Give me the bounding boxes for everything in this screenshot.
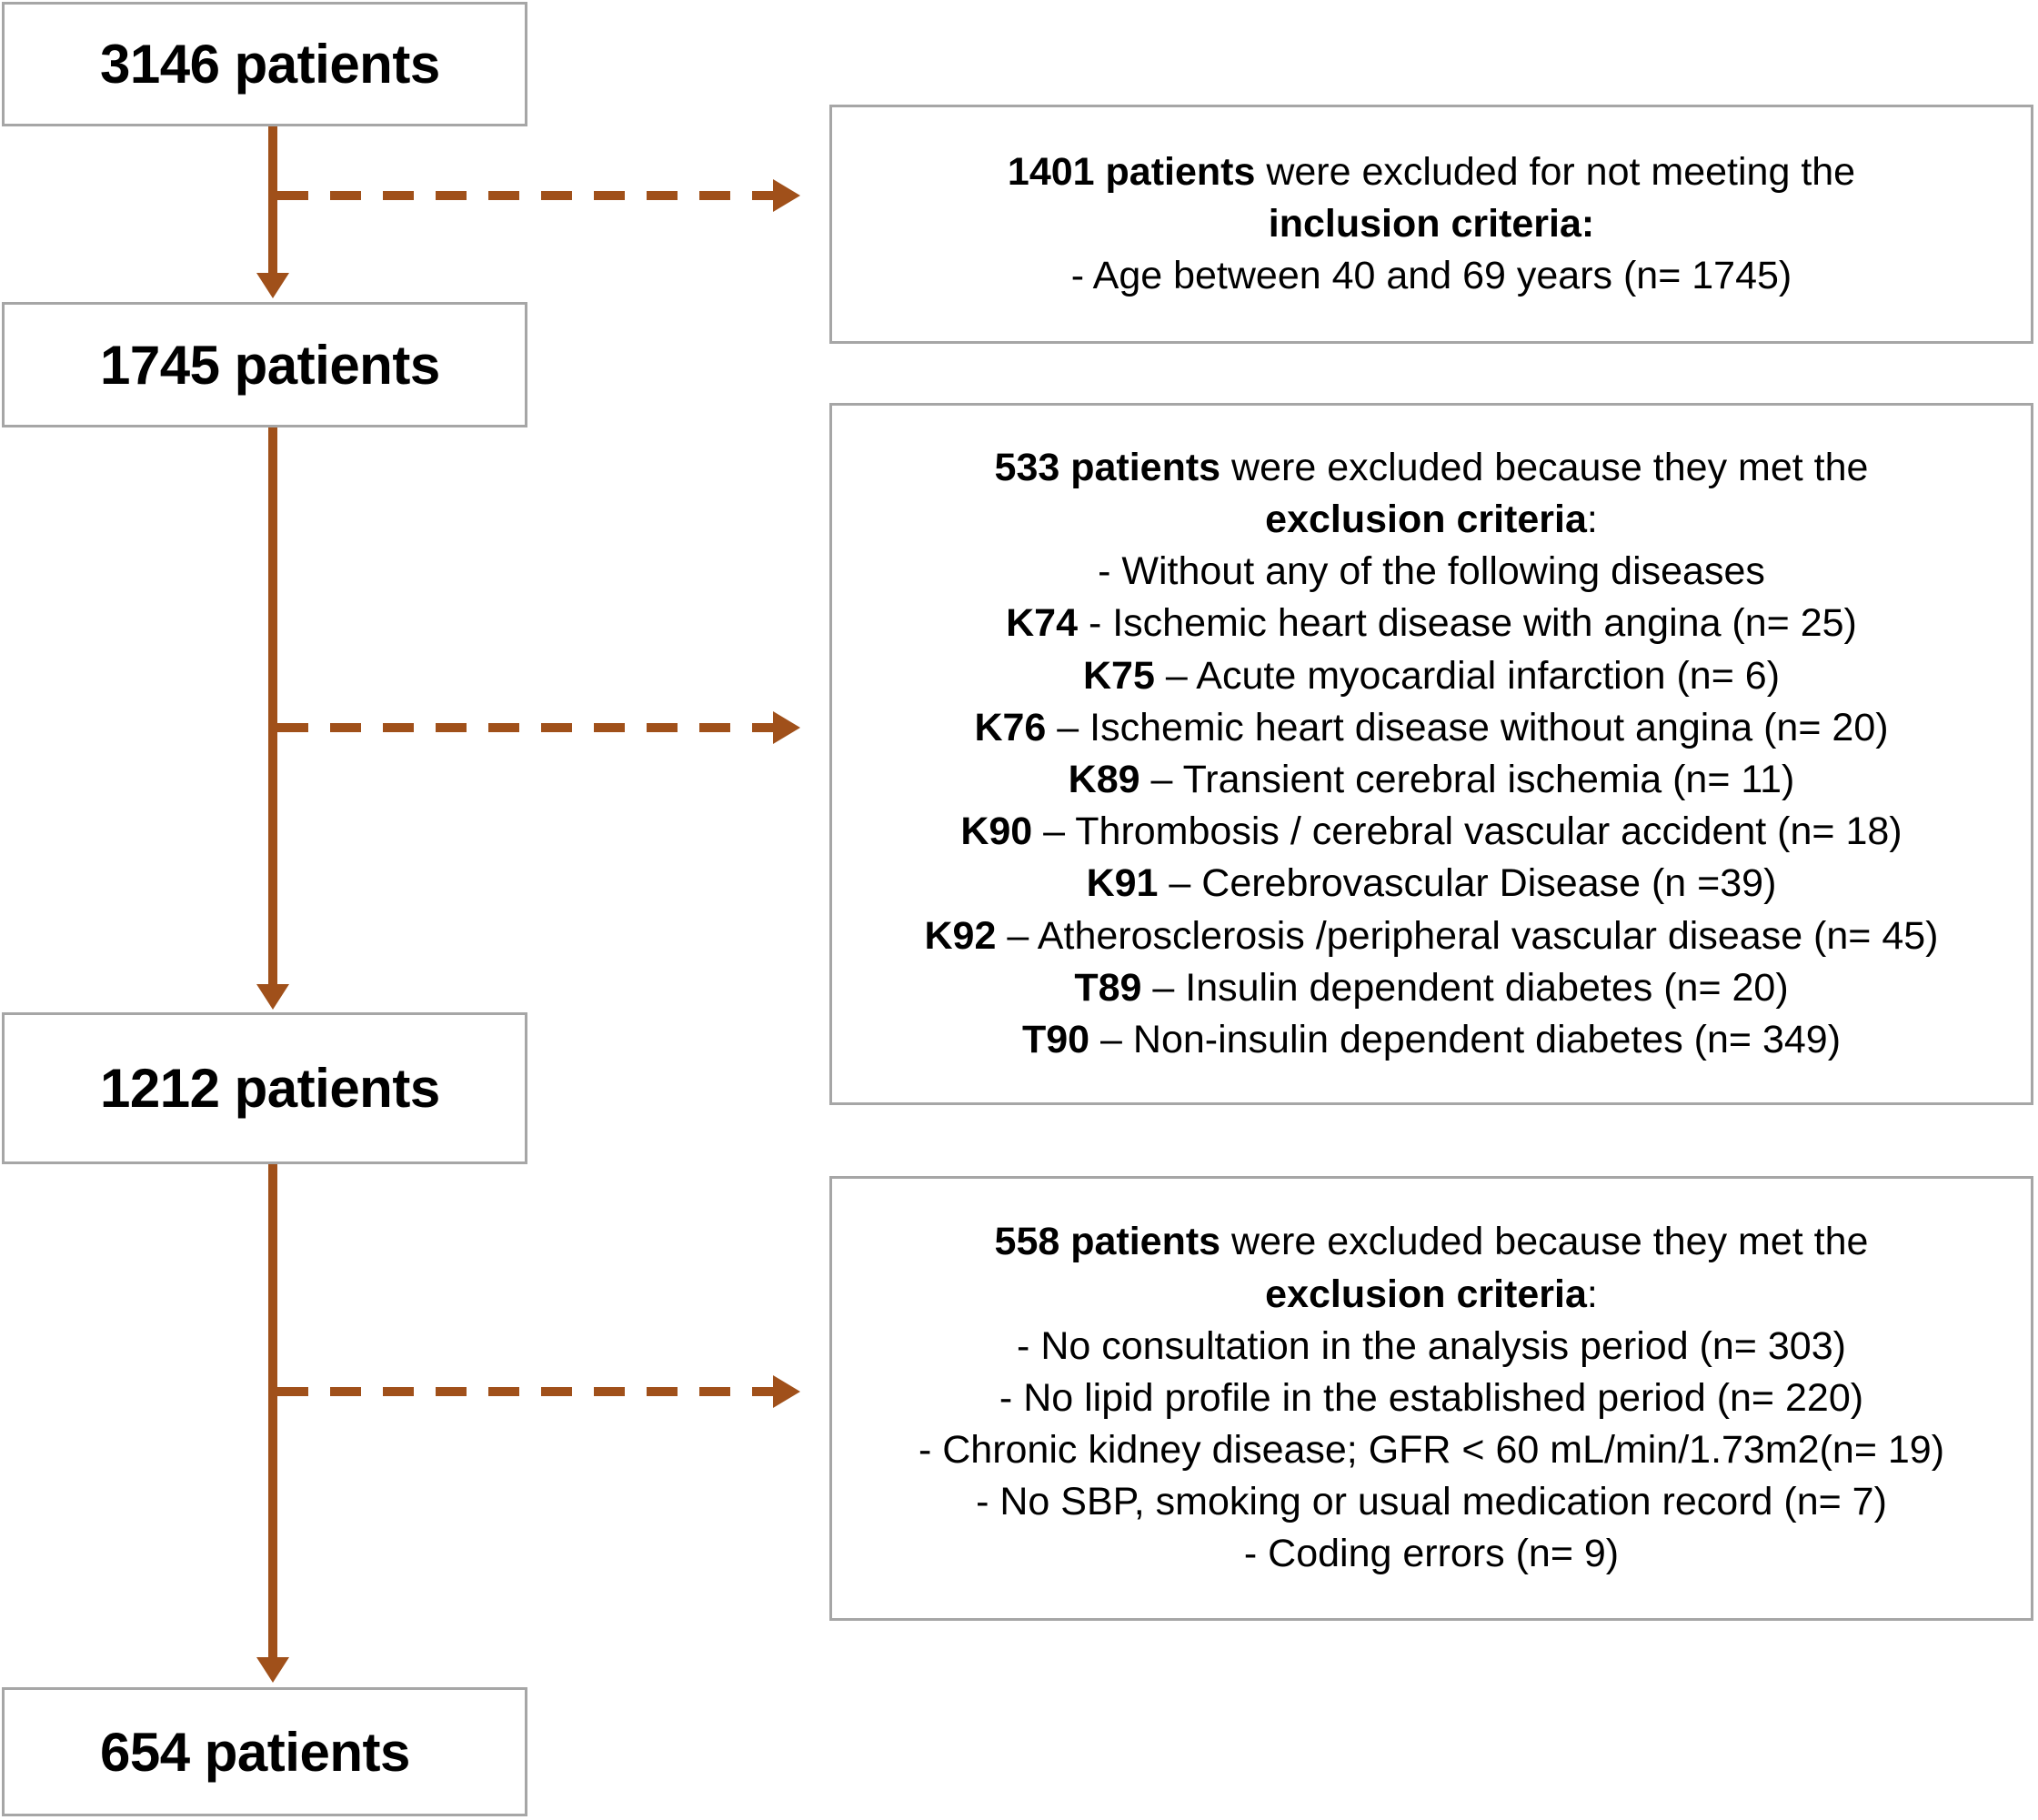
exclusion-line-rest: - No lipid profile in the established pe…	[999, 1375, 1864, 1420]
exclusion-line-rest: - Age between 40 and 69 years (n= 1745)	[1070, 254, 1792, 298]
exclusion-line: - No lipid profile in the established pe…	[999, 1373, 1863, 1424]
exclusion-line-rest: - Coding errors (n= 9)	[1243, 1532, 1620, 1576]
connector-line-1212-to-654	[268, 1164, 277, 1660]
exclusion-line: K74 - Ischemic heart disease with angina…	[1006, 598, 1857, 649]
exclusion-line-bold: K75	[1082, 653, 1155, 698]
exclusion-line-rest: - Chronic kidney disease; GFR < 60 mL/mi…	[918, 1428, 1945, 1473]
exclusion-line: 1401 patients were excluded for not meet…	[1008, 146, 1855, 198]
exclusion-line: T89 – Insulin dependent diabetes (n= 20)	[1074, 962, 1788, 1014]
exclusion-line: 558 patients were excluded because they …	[995, 1216, 1869, 1268]
node-label-3146: 3146 patients	[100, 34, 440, 95]
exclusion-box-diseases: 533 patients were excluded because they …	[829, 403, 2033, 1105]
exclusion-box-data-quality: 558 patients were excluded because they …	[829, 1176, 2033, 1621]
exclusion-line-bold: K89	[1068, 758, 1140, 801]
node-box-654: 654 patients	[2, 1687, 527, 1816]
exclusion-line-rest: - Without any of the following diseases	[1098, 549, 1765, 594]
exclusion-line-bold: 533 patients	[994, 445, 1221, 489]
exclusion-line: K92 – Atherosclerosis /peripheral vascul…	[924, 910, 1938, 962]
exclusion-line: - Coding errors (n= 9)	[1244, 1528, 1619, 1580]
exclusion-line: - No SBP, smoking or usual medication re…	[976, 1476, 1887, 1528]
exclusion-line-rest: were excluded because they met the	[1220, 445, 1869, 489]
node-box-3146: 3146 patients	[2, 2, 527, 126]
exclusion-line-bold: T90	[1021, 1017, 1090, 1061]
connector-arrowhead-1745-to-1212	[256, 984, 289, 1010]
exclusion-line-bold: 1401 patients	[1007, 149, 1256, 194]
exclusion-line: K75 – Acute myocardial infarction (n= 6)	[1083, 650, 1780, 702]
exclusion-box-inclusion-criteria: 1401 patients were excluded for not meet…	[829, 105, 2033, 344]
exclusion-line-rest: – Thrombosis / cerebral vascular acciden…	[1032, 809, 1902, 854]
exclusion-connector-arrowhead-3	[773, 1375, 800, 1408]
exclusion-line-rest: – Insulin dependent diabetes (n= 20)	[1141, 965, 1789, 1010]
exclusion-connector-line-1	[277, 191, 773, 200]
exclusion-line: - Chronic kidney disease; GFR < 60 mL/mi…	[919, 1424, 1944, 1476]
exclusion-line-rest: – Non-insulin dependent diabetes (n= 349…	[1089, 1017, 1842, 1061]
exclusion-line-rest: :	[1586, 498, 1598, 542]
exclusion-line: K91 – Cerebrovascular Disease (n =39)	[1087, 858, 1777, 910]
exclusion-connector-arrowhead-1	[773, 179, 800, 212]
exclusion-line-rest: were excluded for not meeting the	[1255, 149, 1856, 194]
exclusion-line-rest: were excluded because they met the	[1220, 1220, 1869, 1264]
node-box-1212: 1212 patients	[2, 1012, 527, 1164]
node-label-1212: 1212 patients	[100, 1058, 440, 1119]
exclusion-line-bold: K91	[1086, 861, 1159, 906]
exclusion-line-rest: - No SBP, smoking or usual medication re…	[976, 1480, 1887, 1524]
exclusion-line-rest: – Cerebrovascular Disease (n =39)	[1158, 861, 1777, 906]
exclusion-line-bold: K90	[960, 809, 1033, 854]
exclusion-line-bold: exclusion criteria	[1265, 498, 1587, 542]
exclusion-line-bold: K76	[974, 705, 1047, 749]
exclusion-connector-line-2	[277, 723, 773, 732]
exclusion-line-rest: – Ischemic heart disease without angina …	[1046, 705, 1889, 749]
node-box-1745: 1745 patients	[2, 302, 527, 427]
node-label-654: 654 patients	[100, 1721, 410, 1783]
exclusion-line: - No consultation in the analysis period…	[1017, 1321, 1846, 1373]
exclusion-line: inclusion criteria:	[1269, 198, 1594, 250]
exclusion-line: - Age between 40 and 69 years (n= 1745)	[1071, 250, 1792, 302]
exclusion-line: K89 – Transient cerebral ischemia (n= 11…	[1069, 754, 1795, 806]
exclusion-connector-line-3	[277, 1387, 773, 1396]
exclusion-line: - Without any of the following diseases	[1098, 546, 1765, 598]
exclusion-line-bold: exclusion criteria	[1265, 1272, 1587, 1316]
exclusion-line-bold: T89	[1074, 965, 1142, 1010]
exclusion-line: T90 – Non-insulin dependent diabetes (n=…	[1022, 1014, 1841, 1066]
exclusion-line-rest: - Ischemic heart disease with angina (n=…	[1078, 601, 1857, 646]
exclusion-line: 533 patients were excluded because they …	[995, 442, 1869, 494]
exclusion-line: K76 – Ischemic heart disease without ang…	[974, 702, 1888, 754]
connector-arrowhead-3146-to-1745	[256, 273, 289, 298]
connector-line-3146-to-1745	[268, 126, 277, 276]
connector-line-1745-to-1212	[268, 427, 277, 987]
exclusion-line: exclusion criteria:	[1265, 1269, 1598, 1321]
exclusion-line-bold: K92	[924, 913, 997, 958]
exclusion-line-rest: – Acute myocardial infarction (n= 6)	[1154, 653, 1781, 698]
connector-arrowhead-1212-to-654	[256, 1657, 289, 1683]
exclusion-line-bold: 558 patients	[994, 1220, 1221, 1264]
node-label-1745: 1745 patients	[100, 334, 440, 396]
exclusion-connector-arrowhead-2	[773, 711, 800, 744]
exclusion-line-rest: – Transient cerebral ischemia (n= 11)	[1139, 758, 1795, 801]
exclusion-line-rest: :	[1586, 1272, 1598, 1316]
exclusion-line-bold: inclusion criteria:	[1268, 201, 1595, 246]
exclusion-line: exclusion criteria:	[1265, 494, 1598, 546]
exclusion-line-rest: – Atherosclerosis /peripheral vascular d…	[996, 913, 1939, 958]
exclusion-line-rest: - No consultation in the analysis period…	[1017, 1323, 1846, 1368]
exclusion-line-bold: K74	[1006, 601, 1079, 646]
exclusion-line: K90 – Thrombosis / cerebral vascular acc…	[960, 806, 1902, 858]
